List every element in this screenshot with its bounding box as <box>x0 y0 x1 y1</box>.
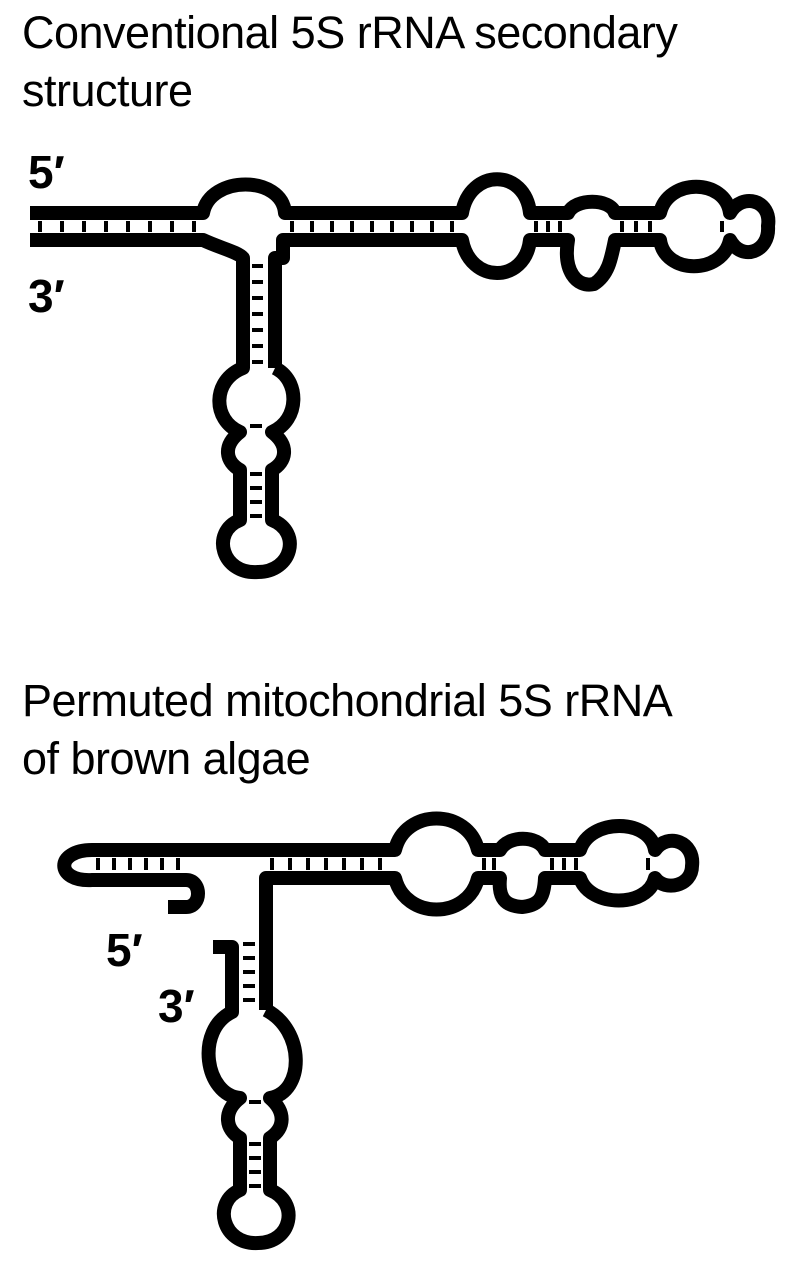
title-line: structure <box>22 65 193 116</box>
title-line: Permuted mitochondrial 5S rRNA <box>22 675 673 726</box>
base-pairs-permuted-helix-b <box>270 858 382 870</box>
strand-permuted-main <box>57 811 700 1010</box>
strand-3-prime-bottom <box>30 233 301 580</box>
three-prime-label-permuted: 3′ <box>158 980 195 1032</box>
conventional-5s-rrna-diagram <box>30 172 776 580</box>
permuted-mito-5s-rrna-diagram <box>57 811 700 1250</box>
five-prime-label-permuted: 5′ <box>106 924 143 976</box>
title-line: Conventional 5S rRNA secondary <box>22 7 678 58</box>
base-pairs-helix-3 <box>290 221 454 232</box>
base-pairs-helix-2 <box>250 264 263 518</box>
strand-permuted-3-prime <box>201 940 303 1250</box>
base-pairs-permuted-helix-d <box>243 942 261 1188</box>
base-pairs-permuted-helix-a <box>96 858 180 870</box>
base-pairs-helix-1 <box>38 221 196 232</box>
strand-5-prime-top <box>30 172 776 368</box>
conventional-structure-title: Conventional 5S rRNA secondary structure <box>22 4 792 120</box>
five-prime-label: 5′ <box>28 146 65 198</box>
base-pairs-permuted-helix-c <box>482 858 650 870</box>
three-prime-label: 3′ <box>28 270 65 322</box>
base-pairs-helix-4 <box>534 221 724 232</box>
permuted-structure-title: Permuted mitochondrial 5S rRNA of brown … <box>22 672 792 788</box>
title-line: of brown algae <box>22 733 311 784</box>
